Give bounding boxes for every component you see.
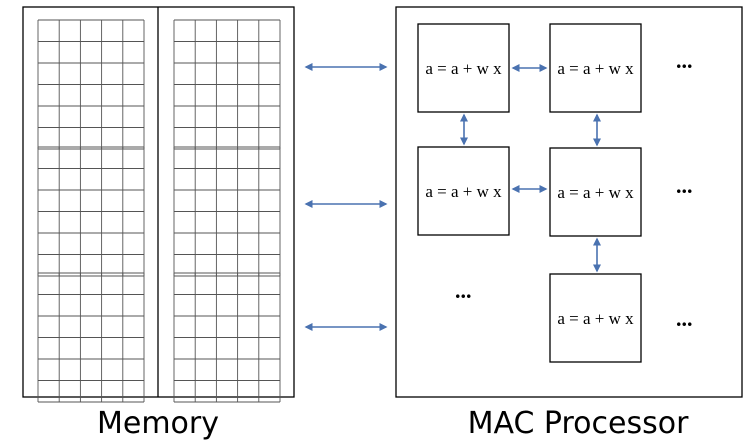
memory-bank [37,272,145,403]
ellipsis: ... [676,173,693,198]
mac-unit: a = a + w x [417,23,510,113]
ellipsis: ... [676,306,693,331]
memory-bank [173,272,281,403]
mac-unit-text: a = a + w x [557,183,634,202]
mac-unit: a = a + w x [549,147,642,237]
mac-unit-text: a = a + w x [425,182,502,201]
mac-unit: a = a + w x [549,273,642,363]
ellipsis: ... [455,278,472,303]
memory-banks [37,19,281,403]
mac-processor-box [395,6,743,398]
ellipsis: ... [676,48,693,73]
mac-unit-text: a = a + w x [557,59,634,78]
mac-unit-text: a = a + w x [557,309,634,328]
memory-bank [37,19,145,150]
memory-bank [173,19,281,150]
memory-bank [37,146,145,277]
memory-label: Memory [96,406,219,441]
mac-unit: a = a + w x [549,23,642,113]
memory-bank [173,146,281,277]
mac-processor-label: MAC Processor [467,406,689,441]
mac-unit: a = a + w x [417,146,510,236]
mac-unit-text: a = a + w x [425,59,502,78]
